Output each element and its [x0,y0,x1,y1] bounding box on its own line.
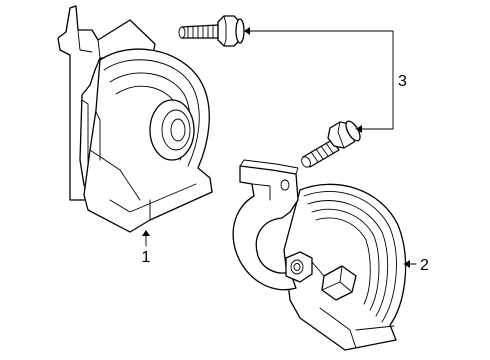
callout-label-1: 1 [142,249,151,266]
leader-line-3 [243,27,394,133]
callout-label-2: 2 [420,257,429,274]
leader-line-2 [403,260,417,268]
bolt-lower [301,120,361,168]
bolt-upper [178,15,245,47]
horn-assembly-right [232,159,407,351]
leader-line-1 [142,230,150,247]
horn-assembly-left [57,5,213,233]
callout-label-3: 3 [398,73,407,90]
